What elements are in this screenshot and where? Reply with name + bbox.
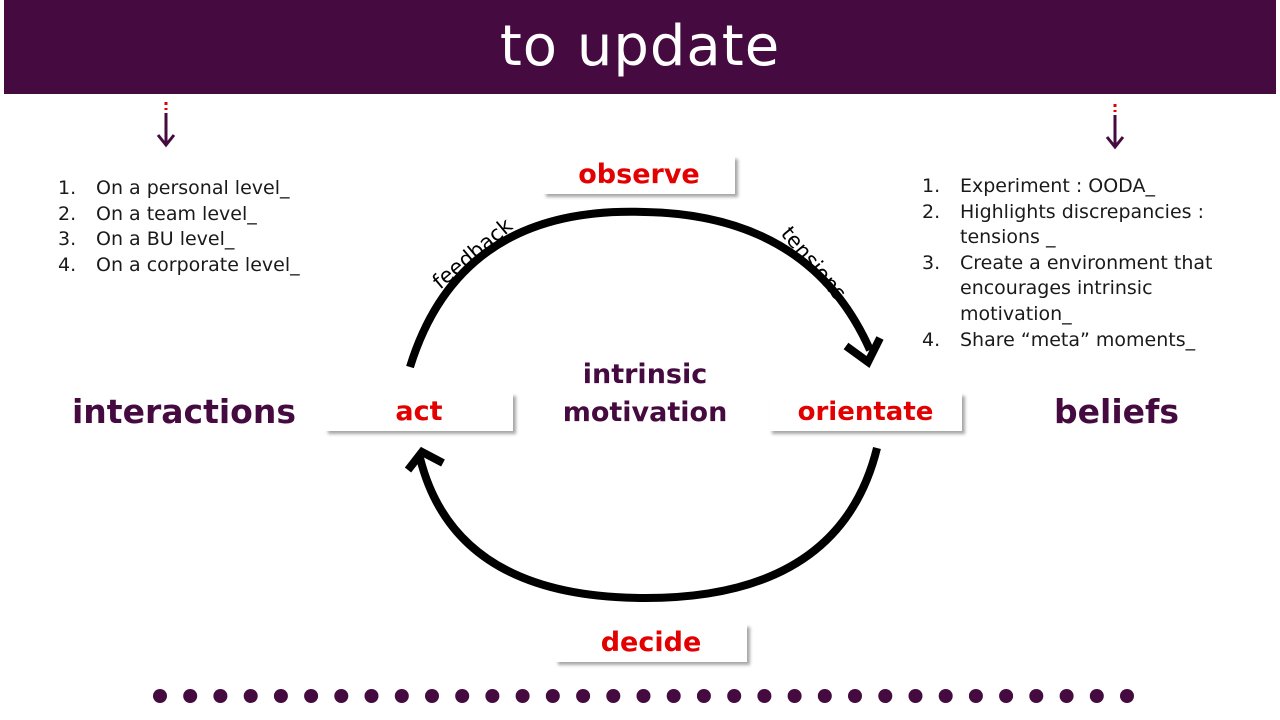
list-item: 2.On a team level_ [58, 202, 257, 225]
divider-dot [636, 689, 651, 703]
divider-dot [1120, 689, 1134, 703]
page-title: to update [499, 14, 781, 79]
divider-dot [727, 689, 742, 703]
interactions-label: interactions [72, 392, 296, 431]
divider-dot [455, 689, 470, 703]
divider-dot [394, 689, 409, 703]
down-arrow-icon [1105, 104, 1125, 150]
cycle-arrow-top [406, 207, 874, 369]
header-bar: to update [4, 0, 1276, 94]
divider-dot [545, 689, 560, 703]
orientate-box: orientate [769, 393, 962, 431]
beliefs-list: 1.Experiment : OODA_ 2.Highlights discre… [922, 174, 1242, 353]
divider-dot [787, 689, 802, 703]
center-label-line2: motivation [562, 397, 728, 428]
center-label: intrinsic motivation [550, 356, 740, 432]
list-item: 3.Create a environment that encourages i… [922, 251, 1213, 325]
observe-box: observe [543, 156, 735, 194]
divider-dot [606, 689, 621, 703]
list-item: 1.On a personal level_ [58, 177, 290, 199]
divider-dot [273, 689, 288, 703]
divider-dot [696, 689, 711, 703]
divider-dot [908, 689, 923, 703]
cycle-arrow-bottom [416, 447, 881, 603]
divider-dot [243, 689, 258, 703]
divider-dot [999, 689, 1014, 703]
divider-dot [364, 689, 379, 703]
list-item: 2.Highlights discrepancies : tensions _ [922, 200, 1204, 249]
divider-dot [1059, 689, 1074, 703]
divider-dot [666, 689, 681, 703]
divider-dot [425, 689, 439, 703]
divider-dot [938, 689, 953, 703]
beliefs-label: beliefs [1054, 392, 1180, 431]
divider-dot [817, 689, 832, 703]
cycle-arrowhead-left [404, 446, 445, 473]
divider-dot [1089, 689, 1104, 703]
act-box: act [325, 393, 513, 431]
divider-dot [968, 689, 983, 703]
divider-dot [304, 689, 319, 703]
center-label-line1: intrinsic [582, 359, 708, 390]
divider-dot [848, 689, 862, 703]
divider-dot [334, 689, 349, 703]
list-item: 4.Share “meta” moments_ [922, 328, 1196, 351]
decide-box: decide [555, 624, 747, 662]
divider-dot [213, 689, 228, 703]
divider-dot [878, 689, 893, 703]
divider-dot [485, 689, 500, 703]
divider-dot [757, 689, 772, 703]
divider-dot [576, 689, 591, 703]
divider-dot [153, 689, 167, 703]
cycle-arrowhead-right [843, 336, 884, 369]
list-item: 1.Experiment : OODA_ [922, 175, 1155, 197]
down-arrow-icon [156, 102, 176, 148]
divider-dot [1029, 689, 1044, 703]
list-item: 4.On a corporate level_ [58, 253, 300, 276]
list-item: 3.On a BU level_ [58, 228, 235, 251]
divider-dot [515, 689, 530, 703]
divider-dot [183, 689, 198, 703]
interactions-list: 1.On a personal level_ 2.On a team level… [58, 176, 358, 278]
